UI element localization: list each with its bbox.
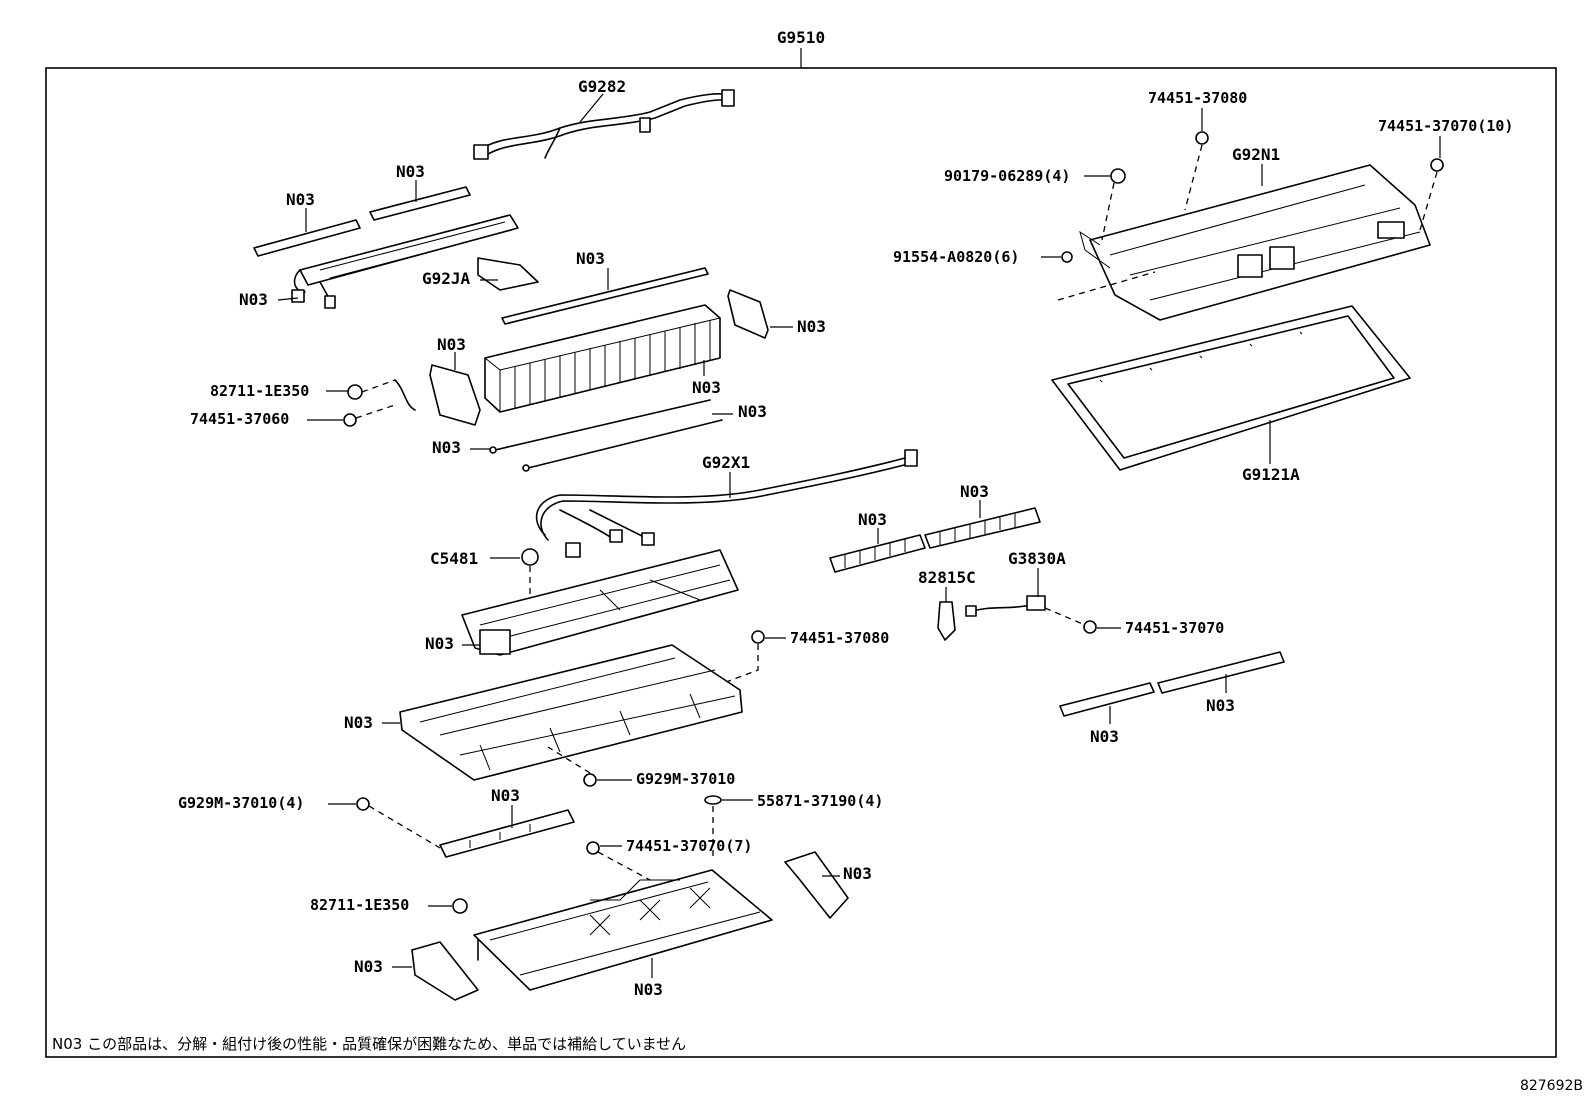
bolt-74451-37080-top[interactable] [1195,131,1209,145]
label-n03-c: N03 [239,290,268,309]
label-90179-06289-4: 90179-06289(4) [944,167,1070,185]
label-n03-d: N03 [576,249,605,268]
label-74451-37070-10: 74451-37070(10) [1378,117,1513,135]
label-n03-n: N03 [1206,696,1235,715]
connector-g3830a[interactable] [965,595,1046,617]
cover-g92n1[interactable] [1079,164,1431,321]
label-g9121a: G9121A [1242,465,1300,484]
assembly-title: G9510 [777,28,825,47]
bracket-n03-left[interactable] [411,941,479,1001]
label-74451-37060: 74451-37060 [190,410,289,428]
grommet-55871-37190-4[interactable] [704,795,722,805]
busbar-n03-small[interactable] [829,534,926,573]
end-plate-n03-right[interactable] [727,289,769,339]
label-82711-1e350-lower: 82711-1E350 [310,896,409,914]
label-82711-1e350-upper: 82711-1E350 [210,382,309,400]
rod-n03[interactable] [501,267,709,325]
label-n03-h: N03 [738,402,767,421]
duct-tray-n03[interactable] [461,549,739,656]
label-g92ja: G92JA [422,269,471,288]
busbar-module-n03[interactable] [291,214,519,309]
label-n03-a: N03 [286,190,315,209]
nut-90179-06289-4[interactable] [1110,168,1126,184]
label-n03-b: N03 [396,162,425,181]
label-n03-l: N03 [960,482,989,501]
sensor-82815c[interactable] [937,601,956,641]
label-n03-m: N03 [1090,727,1119,746]
clip-c5481[interactable] [521,548,539,566]
label-n03-f: N03 [797,317,826,336]
end-plate-n03-left[interactable] [429,364,481,426]
bolt-74451-37080-center[interactable] [751,630,765,644]
label-g92n1: G92N1 [1232,145,1280,164]
label-g929m-37010: G929M-37010 [636,770,735,788]
label-82815c: 82815C [918,568,976,587]
bolt-74451-37070[interactable] [1083,620,1097,634]
bar-n03-b[interactable] [369,186,471,221]
clamp-82711-1e350-upper[interactable] [347,379,416,411]
footnote: N03 この部品は、分解・組付け後の性能・品質確保が困難なため、単品では補給して… [52,1035,686,1053]
label-n03-j: N03 [425,634,454,653]
screw-91554-a0820-6[interactable] [1061,251,1073,263]
main-frame-n03[interactable] [399,644,743,781]
lower-tray-n03[interactable] [473,869,773,991]
label-74451-37070: 74451-37070 [1125,619,1224,637]
label-n03-e: N03 [692,378,721,397]
rod-n03-lower-a[interactable] [489,399,711,454]
label-91554-a0820-6: 91554-A0820(6) [893,248,1019,266]
label-n03-i: N03 [432,438,461,457]
label-g3830a: G3830A [1008,549,1066,568]
label-n03-k: N03 [858,510,887,529]
screw-g929m-37010-4[interactable] [356,797,370,811]
label-n03-o: N03 [344,713,373,732]
bracket-n03-right[interactable] [784,851,849,919]
label-g92x1: G92X1 [702,453,750,472]
label-n03-p: N03 [491,786,520,805]
label-c5481: C5481 [430,549,478,568]
bracket-g92ja[interactable] [477,257,539,291]
bolt-74451-37070-7[interactable] [586,841,600,855]
bar-n03-lower[interactable] [439,809,575,858]
rod-n03-lower-b[interactable] [522,419,723,472]
label-74451-37080-center: 74451-37080 [790,629,889,647]
label-n03-q: N03 [843,864,872,883]
label-n03-s: N03 [354,957,383,976]
label-74451-37080-top: 74451-37080 [1148,89,1247,107]
wire-harness-g92x1[interactable] [535,449,918,558]
busbar-n03-large[interactable] [924,507,1041,549]
label-n03-g: N03 [437,335,466,354]
label-g929m-37010-4: G929M-37010(4) [178,794,304,812]
clamp-82711-1e350-lower[interactable] [452,898,468,914]
label-g9282: G9282 [578,77,626,96]
bolt-74451-37070-10[interactable] [1430,158,1444,172]
label-55871-37190-4: 55871-37190(4) [757,792,883,810]
label-74451-37070-7: 74451-37070(7) [626,837,752,855]
bar-n03-right-b[interactable] [1157,651,1285,694]
battery-stack-n03[interactable] [484,304,721,413]
wire-harness-g9282[interactable] [473,89,735,160]
screw-g929m-37010[interactable] [583,773,597,787]
bar-n03-a[interactable] [253,219,361,257]
bolt-74451-37060[interactable] [343,413,357,427]
label-n03-r: N03 [634,980,663,999]
gasket-g9121a[interactable] [1051,305,1411,471]
drawing-code: 827692B [1520,1078,1583,1094]
bar-n03-right-a[interactable] [1059,682,1155,717]
